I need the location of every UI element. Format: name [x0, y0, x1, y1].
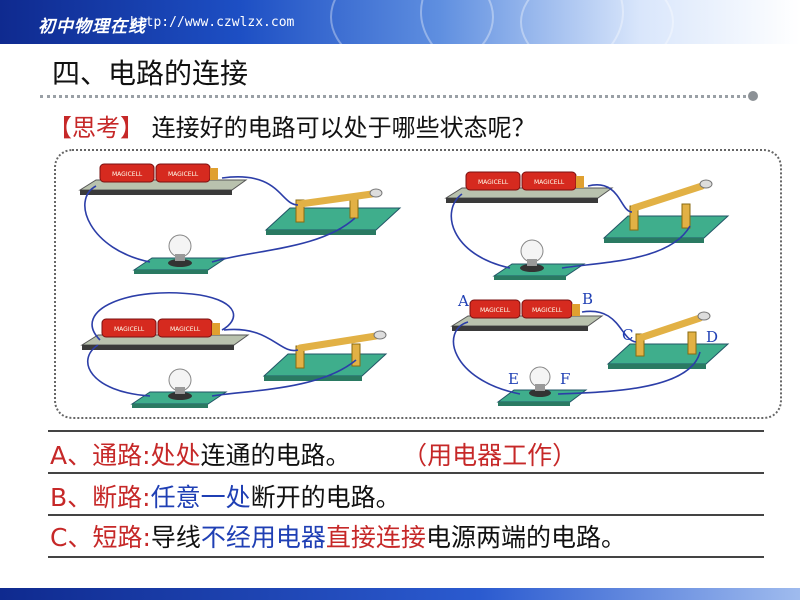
- wire: [88, 345, 150, 396]
- switch-base: [608, 344, 728, 364]
- definition-b-rest: 断开的电路。: [251, 483, 401, 512]
- wire: [85, 186, 150, 262]
- battery-label: MAGICELL: [534, 179, 565, 186]
- point-label-e: E: [508, 370, 519, 388]
- bulb-screw: [175, 254, 185, 261]
- point-label-d: D: [706, 328, 718, 346]
- battery-terminal: [212, 323, 220, 335]
- definition-c-part3: 直接连接: [326, 523, 426, 552]
- switch-base: [604, 216, 728, 238]
- bulb-screw: [527, 259, 537, 266]
- definition-c-part4: 电源两端的电路。: [426, 523, 626, 552]
- bulb-icon: [169, 235, 191, 257]
- battery-terminal: [210, 168, 218, 180]
- bulb-base-edge: [134, 270, 208, 274]
- battery-base-edge: [446, 198, 598, 203]
- point-label-c: C: [622, 326, 633, 344]
- switch-lever: [300, 336, 376, 348]
- point-label-f: F: [560, 370, 570, 388]
- battery-label: MAGICELL: [168, 171, 199, 178]
- switch-base-edge: [266, 230, 376, 235]
- switch-post: [688, 332, 696, 354]
- definition-divider: [48, 430, 764, 432]
- bulb-screw: [175, 387, 185, 394]
- definition-a-prefix: A、通路:: [50, 441, 151, 470]
- battery-label: MAGICELL: [114, 326, 145, 333]
- definition-divider: [48, 514, 764, 516]
- bulb-base-edge: [132, 404, 208, 408]
- battery-base-edge: [80, 190, 232, 195]
- circuit-open-2: MAGICELL MAGICELL: [82, 293, 386, 408]
- battery-base-edge: [82, 345, 234, 350]
- switch-base-edge: [604, 238, 704, 243]
- circuit-closed: MAGICELL MAGICELL: [80, 164, 400, 274]
- switch-post: [682, 204, 690, 228]
- battery-label: MAGICELL: [478, 179, 509, 186]
- definition-c-part2: 不经用电器: [201, 523, 326, 552]
- switch-handle: [698, 312, 710, 320]
- bulb-icon: [521, 240, 543, 262]
- switch-lever: [634, 186, 702, 208]
- definition-c-prefix: C、短路:: [50, 523, 151, 552]
- switch-base: [266, 208, 400, 230]
- definition-c-part1: 导线: [151, 523, 201, 552]
- battery-label: MAGICELL: [532, 307, 563, 314]
- circuit-open: MAGICELL MAGICELL: [446, 172, 728, 280]
- circuit-labeled: MAGICELL MAGICELL A B C D E F: [452, 290, 728, 406]
- bulb-screw: [535, 384, 545, 391]
- footer-bar: [0, 588, 800, 600]
- definition-a-rest: 连通的电路。: [201, 441, 351, 470]
- battery-label: MAGICELL: [112, 171, 143, 178]
- definition-b-highlight: 任意一处: [151, 483, 251, 512]
- definition-divider: [48, 472, 764, 474]
- definition-a-highlight: 处处: [151, 441, 201, 470]
- switch-handle: [370, 189, 382, 197]
- point-label-a: A: [457, 292, 469, 310]
- definition-a-paren: （用电器工作）: [415, 441, 578, 470]
- switch-base: [264, 354, 386, 376]
- battery-base-edge: [452, 326, 588, 331]
- switch-handle: [700, 180, 712, 188]
- point-label-b: B: [582, 290, 593, 308]
- switch-lever: [300, 194, 372, 204]
- battery-label: MAGICELL: [170, 326, 201, 333]
- bulb-base-edge: [494, 276, 566, 280]
- definition-b-prefix: B、断路:: [50, 483, 151, 512]
- switch-handle: [374, 331, 386, 339]
- bulb-base-edge: [498, 402, 570, 406]
- definition-a: A、通路:处处连通的电路。 （用电器工作）: [50, 436, 577, 472]
- battery-terminal: [572, 304, 580, 316]
- wire: [451, 194, 510, 268]
- definition-c: C、短路:导线不经用电器直接连接电源两端的电路。: [50, 518, 626, 554]
- definition-divider: [48, 556, 764, 558]
- definition-b: B、断路:任意一处断开的电路。: [50, 478, 401, 514]
- battery-label: MAGICELL: [480, 307, 511, 314]
- battery-terminal: [576, 176, 584, 188]
